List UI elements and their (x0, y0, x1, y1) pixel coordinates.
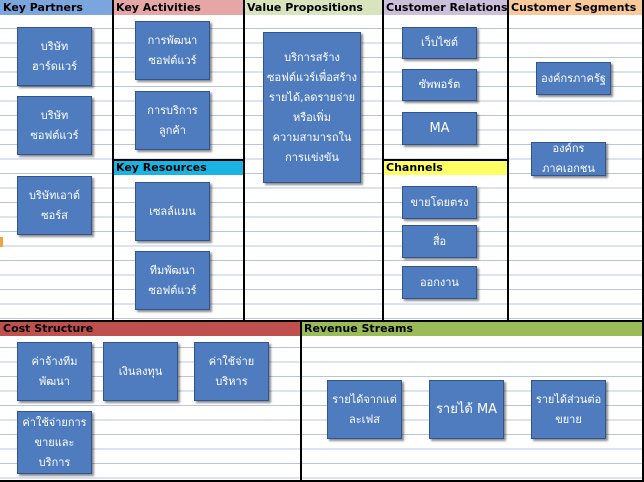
card-key-resource: เซลล์แมน (135, 182, 210, 241)
header-revenue-streams: Revenue Streams (301, 321, 644, 336)
divider (382, 0, 384, 320)
card-key-resource: ทีมพัฒนา ซอฟต์แวร์ (135, 251, 210, 310)
header-customer-segments: Customer Segments (508, 0, 644, 15)
card-cost-structure: เงินลงทุน (103, 342, 178, 401)
card-revenue-stream: รายได้ MA (429, 380, 504, 439)
divider (113, 159, 243, 161)
card-channel: ขายโดยตรง (402, 186, 477, 219)
divider (300, 320, 302, 482)
header-channels: Channels (383, 160, 507, 175)
header-customer-relationships: Customer Relationships (383, 0, 507, 15)
card-cost-structure: ค่าใช้จ่าย บริหาร (194, 342, 269, 401)
divider (0, 320, 644, 322)
divider (243, 0, 245, 320)
header-key-activities: Key Activities (113, 0, 243, 15)
card-key-activity: การบริการ ลูกค้า (135, 91, 210, 150)
divider (642, 0, 644, 482)
card-value-proposition: บริการสร้าง ซอฟต์แวร์เพื่อสร้าง รายได้,ล… (263, 32, 361, 183)
card-customer-segment: องค์กร ภาคเอกชน (531, 142, 606, 176)
card-customer-relationship: MA (402, 112, 477, 145)
card-key-partner: บริษัทเอาต์ ซอร์ส (17, 176, 92, 235)
card-customer-segment: องค์กรภาครัฐ (536, 62, 611, 95)
divider (383, 159, 507, 161)
card-channel: สื่อ (402, 225, 477, 258)
card-key-partner: บริษัท ฮาร์ดแวร์ (17, 27, 92, 86)
divider (112, 0, 114, 320)
header-key-partners: Key Partners (0, 0, 112, 15)
edge-marker (0, 237, 3, 247)
card-key-partner: บริษัท ซอฟต์แวร์ (17, 96, 92, 155)
card-customer-relationship: เว็บไซต์ (402, 27, 477, 59)
divider (0, 480, 644, 482)
card-cost-structure: ค่าจ้างทีม พัฒนา (17, 342, 92, 401)
card-channel: ออกงาน (402, 266, 477, 299)
card-revenue-stream: รายได้ส่วนต่อ ขยาย (531, 380, 606, 439)
card-cost-structure: ค่าใช้จ่ายการ ขายและ บริการ (17, 411, 92, 474)
header-value-propositions: Value Propositions (244, 0, 382, 15)
card-key-activity: การพัฒนา ซอฟต์แวร์ (135, 21, 210, 80)
card-customer-relationship: ซัพพอร์ต (402, 69, 477, 101)
header-key-resources: Key Resources (113, 160, 243, 175)
header-cost-structure: Cost Structure (0, 321, 300, 336)
divider (507, 0, 509, 320)
card-revenue-stream: รายได้จากแต่ ละเฟส (327, 380, 402, 439)
